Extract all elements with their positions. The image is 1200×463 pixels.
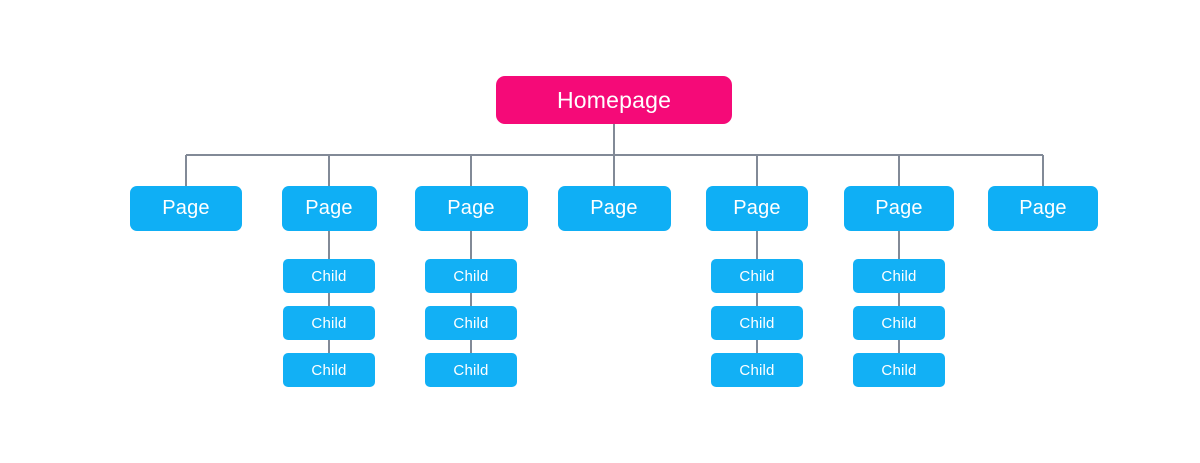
child-node-3-1[interactable]: Child [425,259,517,293]
page-node-7-label: Page [1019,197,1067,219]
page-node-5-label: Page [733,197,781,219]
page-node-6-label: Page [875,197,923,219]
child-node-3-2-label: Child [453,314,489,332]
child-node-6-1[interactable]: Child [853,259,945,293]
child-node-6-3-label: Child [881,361,917,379]
child-node-3-1-label: Child [453,267,489,285]
child-node-2-1-label: Child [311,267,347,285]
page-drop-connector-7 [1042,155,1044,186]
child-node-6-1-label: Child [881,267,917,285]
child-node-3-3-label: Child [453,361,489,379]
child-node-5-2[interactable]: Child [711,306,803,340]
child-node-6-2[interactable]: Child [853,306,945,340]
page-node-3[interactable]: Page [414,186,528,231]
child-node-6-2-label: Child [881,314,917,332]
page-node-7[interactable]: Page [988,186,1098,231]
child-node-2-2-label: Child [311,314,347,332]
child-node-2-3[interactable]: Child [283,353,375,387]
page-node-5[interactable]: Page [706,186,808,231]
child-node-5-1-label: Child [739,267,775,285]
homepage-node-label: Homepage [556,86,672,113]
child-node-3-2[interactable]: Child [425,306,517,340]
page-node-2-label: Page [305,197,353,219]
page-node-4[interactable]: Page [557,186,671,231]
page-node-1-label: Page [162,197,210,219]
page-drop-connector-1 [185,155,187,186]
page-drop-connector-4 [613,155,615,186]
child-node-5-3[interactable]: Child [711,353,803,387]
page-node-2[interactable]: Page [281,186,377,231]
child-node-2-2[interactable]: Child [283,306,375,340]
child-node-5-2-label: Child [739,314,775,332]
homepage-node[interactable]: Homepage [496,76,732,124]
page-drop-connector-3 [470,155,472,186]
page-drop-connector-5 [756,155,758,186]
page-node-4-label: Page [590,197,638,219]
child-node-2-1[interactable]: Child [283,259,375,293]
child-node-5-1[interactable]: Child [711,259,803,293]
child-node-2-3-label: Child [311,361,347,379]
child-node-6-3[interactable]: Child [853,353,945,387]
page-node-3-label: Page [447,197,495,219]
page-node-1[interactable]: Page [130,186,242,231]
child-node-5-3-label: Child [739,361,775,379]
page-node-6[interactable]: Page [844,186,954,231]
root-stem-connector [613,124,615,155]
page-drop-connector-2 [328,155,330,186]
page-drop-connector-6 [898,155,900,186]
child-node-3-3[interactable]: Child [425,353,517,387]
